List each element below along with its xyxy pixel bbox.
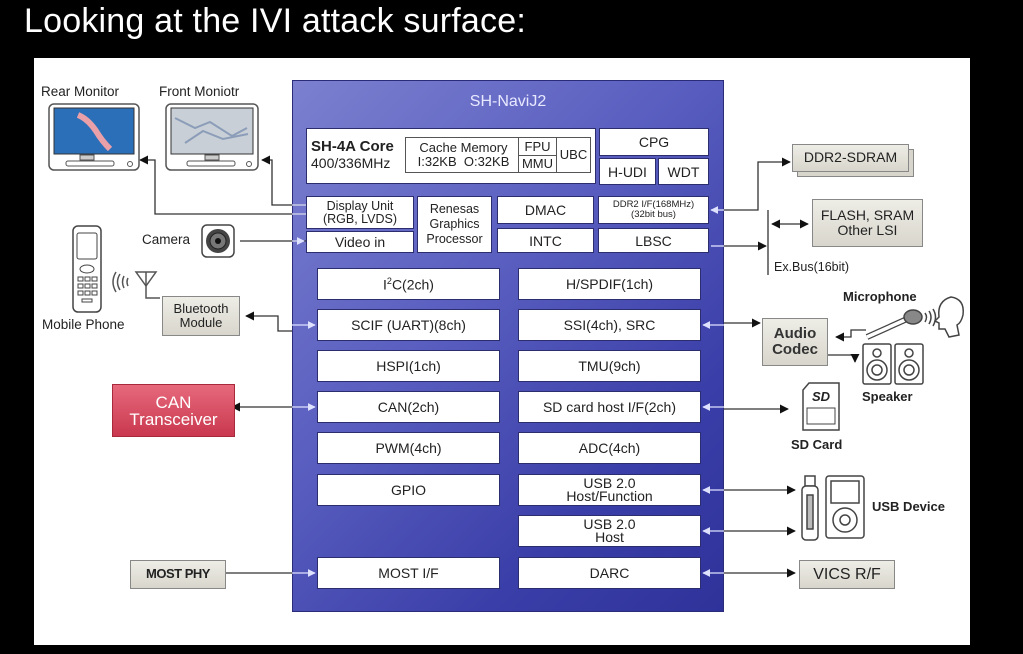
usb2-line2: Host bbox=[595, 529, 624, 545]
ex-bus-label: Ex.Bus(16bit) bbox=[774, 260, 850, 274]
usb2-line1: USB 2.0 bbox=[583, 515, 636, 532]
lbsc-block: LBSC bbox=[598, 228, 709, 253]
flash-line2: Other LSI bbox=[837, 222, 898, 238]
mmu-block: MMU bbox=[518, 155, 557, 173]
microphone-icon bbox=[865, 296, 964, 340]
mobile-phone-icon bbox=[72, 225, 102, 313]
ddr2-sdram: DDR2-SDRAM bbox=[792, 144, 909, 172]
video-in-block: Video in bbox=[306, 231, 414, 253]
cpg-block: CPG bbox=[599, 128, 709, 156]
graphics-line3: Processor bbox=[426, 232, 483, 246]
dmac-block: DMAC bbox=[497, 196, 594, 224]
darc-block: DARC bbox=[518, 557, 701, 589]
cache-sizes: I:32KB O:32KB bbox=[417, 154, 510, 169]
sd-card-label: SD Card bbox=[791, 437, 843, 452]
front-monitor-label: Front Moniotr bbox=[159, 84, 240, 99]
hspi-block: HSPI(1ch) bbox=[317, 350, 500, 382]
graphics-processor-block: Renesas Graphics Processor bbox=[417, 196, 492, 253]
ddr2-if-block: DDR2 I/F(168MHz) (32bit bus) bbox=[598, 196, 709, 224]
core-frequency: 400/336MHz bbox=[311, 155, 391, 171]
slide-title: Looking at the IVI attack surface: bbox=[24, 2, 526, 40]
front-monitor-icon bbox=[165, 103, 259, 171]
intc-block: INTC bbox=[497, 228, 594, 253]
rear-monitor-label: Rear Monitor bbox=[41, 84, 120, 99]
microphone-label: Microphone bbox=[843, 289, 917, 304]
core-title: SH-4A Core bbox=[311, 138, 394, 155]
usb-stick-icon bbox=[801, 475, 819, 541]
vics-rf: VICS R/F bbox=[799, 560, 895, 589]
can-block: CAN(2ch) bbox=[317, 391, 500, 423]
most-if-block: MOST I/F bbox=[317, 557, 500, 589]
wireless-signal-icon bbox=[112, 271, 160, 299]
audio-codec: Audio Codec bbox=[762, 318, 828, 366]
bluetooth-line1: Bluetooth bbox=[173, 300, 229, 316]
bluetooth-module: Bluetooth Module bbox=[162, 296, 240, 336]
adc-block: ADC(4ch) bbox=[518, 432, 701, 464]
audio-codec-line2: Codec bbox=[772, 341, 818, 358]
mobile-phone-label: Mobile Phone bbox=[42, 317, 125, 332]
tmu-block: TMU(9ch) bbox=[518, 350, 701, 382]
usb-host-function-block: USB 2.0 Host/Function bbox=[518, 474, 701, 506]
wdt-block: WDT bbox=[658, 158, 709, 185]
display-unit-block: Display Unit (RGB, LVDS) bbox=[306, 196, 414, 229]
rear-monitor-icon bbox=[48, 103, 140, 171]
sd-logo: SD bbox=[812, 389, 831, 404]
gpio-block: GPIO bbox=[317, 474, 500, 506]
hspdif-block: H/SPDIF(1ch) bbox=[518, 268, 701, 300]
most-phy: MOST PHY bbox=[130, 560, 226, 589]
hudi-block: H-UDI bbox=[599, 158, 656, 185]
cache-title: Cache Memory bbox=[419, 140, 508, 156]
ssi-block: SSI(4ch), SRC bbox=[518, 309, 701, 341]
graphics-line1: Renesas bbox=[429, 202, 480, 216]
can-transceiver: CAN Transceiver bbox=[112, 384, 235, 437]
usb-host-block: USB 2.0 Host bbox=[518, 515, 701, 547]
flash-line1: FLASH, SRAM bbox=[820, 206, 915, 223]
media-player-icon bbox=[825, 475, 865, 539]
can-line1: CAN bbox=[155, 392, 192, 412]
can-line2: Transceiver bbox=[129, 409, 218, 429]
ubc-block: UBC bbox=[556, 137, 591, 173]
scif-block: SCIF (UART)(8ch) bbox=[317, 309, 500, 341]
camera-icon bbox=[201, 224, 235, 258]
sd-host-block: SD card host I/F(2ch) bbox=[518, 391, 701, 423]
fpu-block: FPU bbox=[518, 137, 557, 156]
display-unit-line1: Display Unit bbox=[326, 199, 394, 213]
bluetooth-line2: Module bbox=[179, 315, 223, 330]
sd-card-icon bbox=[802, 382, 840, 431]
display-unit-line2: (RGB, LVDS) bbox=[322, 211, 398, 226]
cpu-core-block: SH-4A Core 400/336MHz Cache Memory I:32K… bbox=[306, 128, 596, 184]
i2c-label: I2C(2ch) bbox=[383, 275, 434, 293]
ddr2-if-line1: DDR2 I/F(168MHz) bbox=[612, 199, 695, 211]
audio-codec-line1: Audio bbox=[773, 324, 817, 342]
speaker-label: Speaker bbox=[862, 389, 913, 404]
speaker-icon bbox=[862, 343, 924, 385]
pwm-block: PWM(4ch) bbox=[317, 432, 500, 464]
graphics-line2: Graphics bbox=[429, 217, 480, 231]
usb-device-label: USB Device bbox=[872, 499, 945, 514]
camera-label: Camera bbox=[142, 232, 191, 247]
flash-sram: FLASH, SRAM Other LSI bbox=[812, 199, 923, 247]
usb1-line2: Host/Function bbox=[566, 488, 653, 504]
ddr2-if-line2: (32bit bus) bbox=[631, 209, 676, 220]
usb1-line1: USB 2.0 bbox=[583, 474, 636, 491]
chip-name: SH-NaviJ2 bbox=[469, 93, 547, 110]
i2c-block: I2C(2ch) bbox=[317, 268, 500, 300]
